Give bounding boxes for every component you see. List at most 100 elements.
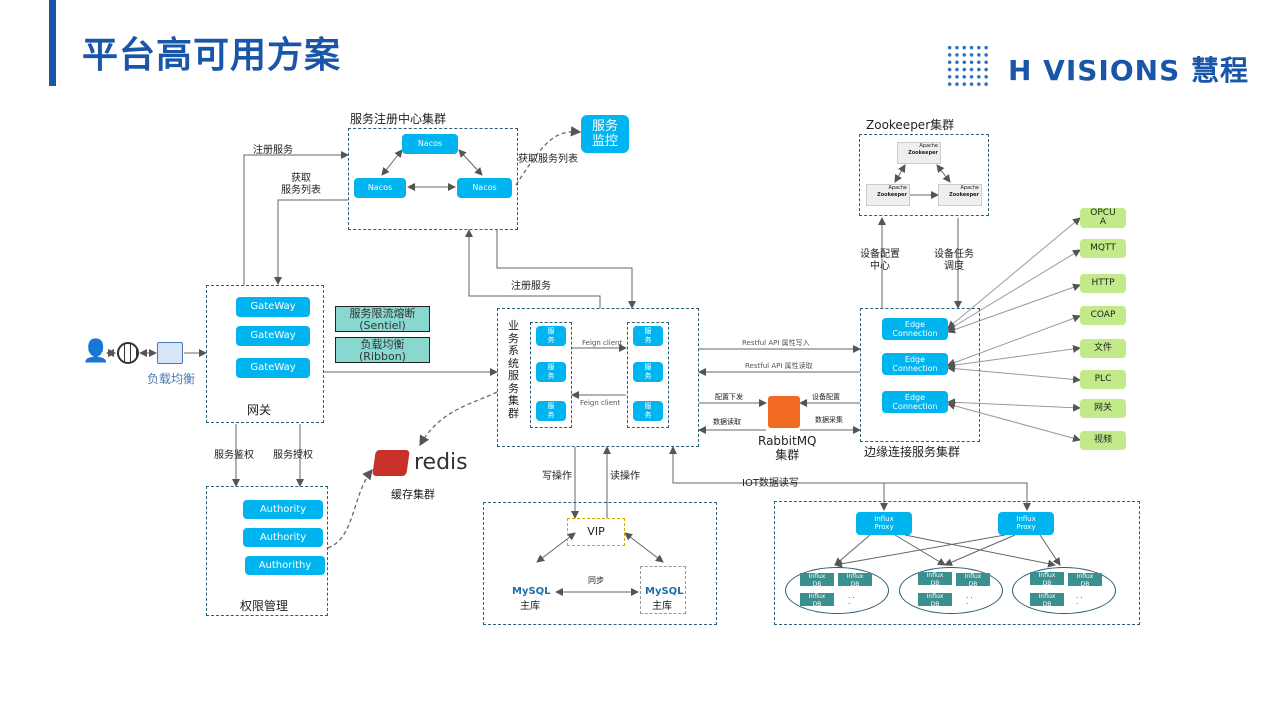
gateway-node-1: GateWay [236,297,310,317]
registry-title: 服务注册中心集群 [350,112,447,126]
service-node: 服 务 [633,362,663,382]
authority-title: 权限管理 [240,599,289,613]
influx-db-node: Influx DB [1030,593,1064,608]
device-config-label: 设备配置 [812,393,840,401]
nacos-node-left: Nacos [354,178,406,198]
gateway-cluster [206,285,324,423]
authority-node-1: Authority [243,500,323,519]
fetch-list-label: 获取 服务列表 [281,173,321,196]
influx-db-node: Influx DB [838,573,872,588]
protocol-plc: PLC [1080,370,1126,389]
service-node: 服 务 [633,401,663,421]
service-node: 服 务 [536,326,566,346]
edge-node-2: Edge Connection [882,353,948,375]
data-collect-label: 数据采集 [815,416,843,424]
influx-db-node: Influx DB [1068,573,1102,588]
gateway-title: 网关 [247,403,272,417]
nacos-node-top: Nacos [402,134,458,154]
influx-db-node: Influx DB [918,593,952,608]
page-title: 平台高可用方案 [82,35,342,76]
authority-node-3: Authorithy [245,556,325,575]
influx-db-group-1 [785,567,889,614]
business-cluster [497,308,699,447]
redis-logo-icon [372,450,410,476]
load-balancer-label: 负载均衡 [147,372,196,386]
restful-write-label: Restful API 属性写入 [742,339,810,347]
rabbitmq-label: RabbitMQ 集群 [758,434,817,462]
write-op-label: 写操作 [542,471,572,482]
user-computer-icon: 👤 [82,339,110,364]
master-right-label: 主库 [652,601,672,612]
master-left-label: 主库 [520,601,540,612]
service-node: 服 务 [633,326,663,346]
auth-check-label: 服务鉴权 [214,450,254,461]
influx-db-node: Influx DB [800,573,834,588]
protocol-file: 文件 [1080,339,1126,358]
mysql-logo-left: MySQL [512,586,551,597]
task-sched-label: 设备任务 调度 [934,249,974,272]
logo-dots-icon [946,44,990,88]
influx-cluster [774,501,1140,625]
influx-db-node: Influx DB [956,573,990,588]
protocol-http: HTTP [1080,274,1126,293]
authority-cluster [206,486,328,616]
register-label-2: 注册服务 [511,281,551,292]
influx-proxy-2: Influx Proxy [998,512,1054,535]
service-group-left [530,322,572,428]
edge-node-3: Edge Connection [882,391,948,413]
influx-more: . . . [966,592,973,606]
iot-rw-label: IOT数据读写 [742,478,799,489]
sync-label: 同步 [588,576,604,585]
feign-label-1: Feign client [582,339,623,347]
service-group-right [627,322,669,428]
business-title: 业 务 系 统 服 务 集 群 [508,319,519,420]
influx-db-node: Influx DB [1030,572,1064,587]
influx-proxy-1: Influx Proxy [856,512,912,535]
influx-db-node: Influx DB [800,593,834,608]
register-label-1: 注册服务 [253,145,293,156]
service-node: 服 务 [536,362,566,382]
get-list-label: 获取服务列表 [518,154,578,165]
influx-db-group-2 [899,567,1003,614]
zookeeper-cluster [859,134,989,216]
protocol-video: 视频 [1080,431,1126,450]
sentinel-box: 服务限流熔断 (Sentiel) [335,306,430,332]
redis-name: redis [414,450,468,475]
edge-node-1: Edge Connection [882,318,948,340]
load-balancer-icon [157,342,183,364]
service-node: 服 务 [536,401,566,421]
protocol-gateway: 网关 [1080,399,1126,418]
service-monitor-box: 服务 监控 [581,115,629,153]
gateway-node-3: GateWay [236,358,310,378]
redis-label: 缓存集群 [391,488,435,501]
gateway-node-2: GateWay [236,326,310,346]
zookeeper-title: Zookeeper集群 [866,118,955,132]
title-accent-bar [49,0,56,86]
vip-box: VIP [567,518,625,546]
auth-grant-label: 服务授权 [273,450,313,461]
data-read-label: 数据读取 [713,418,741,426]
authority-node-2: Authority [243,528,323,547]
mysql-right-frame [640,566,686,614]
mysql-logo-right: MySQL [645,586,684,597]
edge-title: 边缘连接服务集群 [864,445,961,459]
restful-read-label: Restful API 属性读取 [745,362,813,370]
protocol-opcua: OPCU A [1080,208,1126,228]
registry-cluster [348,128,518,230]
mysql-cluster [483,502,717,625]
influx-db-group-3 [1012,567,1116,614]
rabbitmq-logo-icon [768,396,800,428]
edge-cluster [860,308,980,442]
feign-label-2: Feign client [580,399,621,407]
ribbon-box: 负载均衡 (Ribbon) [335,337,430,363]
nacos-node-right: Nacos [457,178,512,198]
influx-more: . . . [1076,592,1083,606]
protocol-coap: COAP [1080,306,1126,325]
protocol-mqtt: MQTT [1080,239,1126,258]
config-issue-label: 配置下发 [715,393,743,401]
brand-logo: H VISIONS 慧程 [1008,54,1250,87]
